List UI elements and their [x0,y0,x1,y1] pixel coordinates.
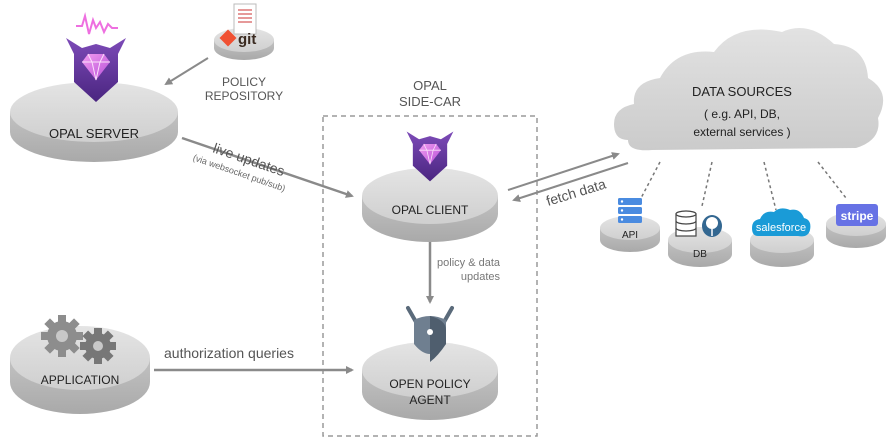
arrow-fetch-to-sources [507,152,620,191]
opal-client-node: OPAL CLIENT [362,168,498,242]
arrow-live-updates [181,136,354,198]
application-label: APPLICATION [41,373,119,387]
opa-label-line1: OPEN POLICY [389,377,470,391]
stripe-logo: stripe [836,204,878,226]
label-policy-data-line1: policy & data [437,257,501,269]
opal-client-label: OPAL CLIENT [392,203,469,217]
salesforce-logo: salesforce [752,208,811,237]
cloud-connectors [639,161,847,211]
svg-text:git: git [238,31,256,48]
cloud-icon: DATA SOURCES ( e.g. API, DB, external se… [614,28,884,151]
sidecar-label-line1: OPAL [413,78,447,93]
data-source-api: API [600,216,660,252]
data-sources-subtitle-line1: ( e.g. API, DB, [704,107,780,121]
policy-repository-label-line1: POLICY [222,75,266,89]
postgres-icon [702,215,722,237]
arrow-repo-to-server [164,57,209,86]
server-icon [618,198,642,223]
opal-logo-icon [406,131,454,182]
data-sources-subtitle-line2: external services ) [693,125,790,139]
db-label: DB [693,249,707,260]
gear-icon [41,315,83,357]
sidecar-label-line2: SIDE-CAR [399,94,461,109]
svg-text:salesforce: salesforce [756,222,806,234]
label-authorization-queries: authorization queries [164,345,294,361]
opal-logo-icon [66,12,126,102]
sidecar-boundary [322,115,538,437]
gear-icon [80,328,116,364]
opal-server-label: OPAL SERVER [49,126,139,141]
database-icon [675,210,697,237]
api-label: API [622,230,638,241]
arrow-sources-to-client [512,162,629,202]
label-policy-data-line2: updates [461,271,501,283]
opa-label-line2: AGENT [409,393,451,407]
svg-text:stripe: stripe [841,209,874,223]
document-icon [233,3,257,35]
opa-node: OPEN POLICY AGENT [362,342,498,420]
opa-logo-icon [406,306,454,362]
opal-server-node: OPAL SERVER [10,82,178,162]
label-live-updates: live updates (via websocket pub/sub) [192,140,287,194]
policy-repository-label-line2: REPOSITORY [205,89,283,103]
data-sources-title: DATA SOURCES [692,84,792,99]
